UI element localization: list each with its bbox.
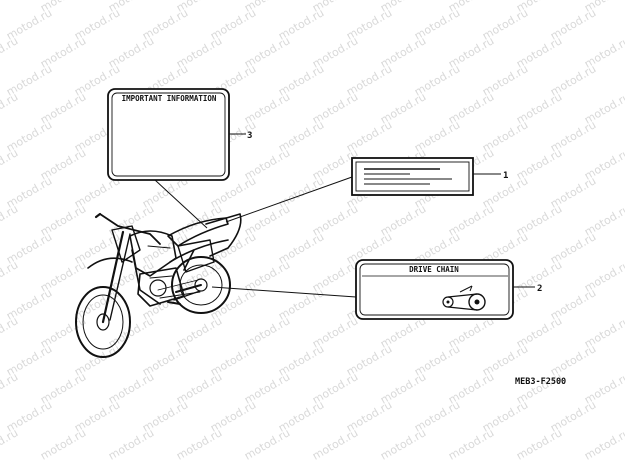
warning-label[interactable]: [351, 157, 474, 196]
diagram-code: MEB3-F2500: [515, 377, 566, 387]
connector-3: [154, 179, 208, 229]
important-label-title: IMPORTANT INFORMATION: [122, 94, 217, 103]
chain-label-title: DRIVE CHAIN: [409, 265, 459, 274]
connector-2: [211, 286, 357, 298]
callout-1: 1: [503, 171, 508, 181]
callout-2: 2: [537, 284, 542, 294]
motorcycle-drawing: [75, 212, 242, 358]
drive-chain-label[interactable]: DRIVE CHAIN: [355, 259, 514, 320]
callout-3: 3: [247, 131, 252, 141]
important-information-label[interactable]: IMPORTANT INFORMATION: [107, 88, 230, 181]
connector-1: [225, 176, 353, 223]
chain-sprocket-icon: [442, 285, 486, 311]
